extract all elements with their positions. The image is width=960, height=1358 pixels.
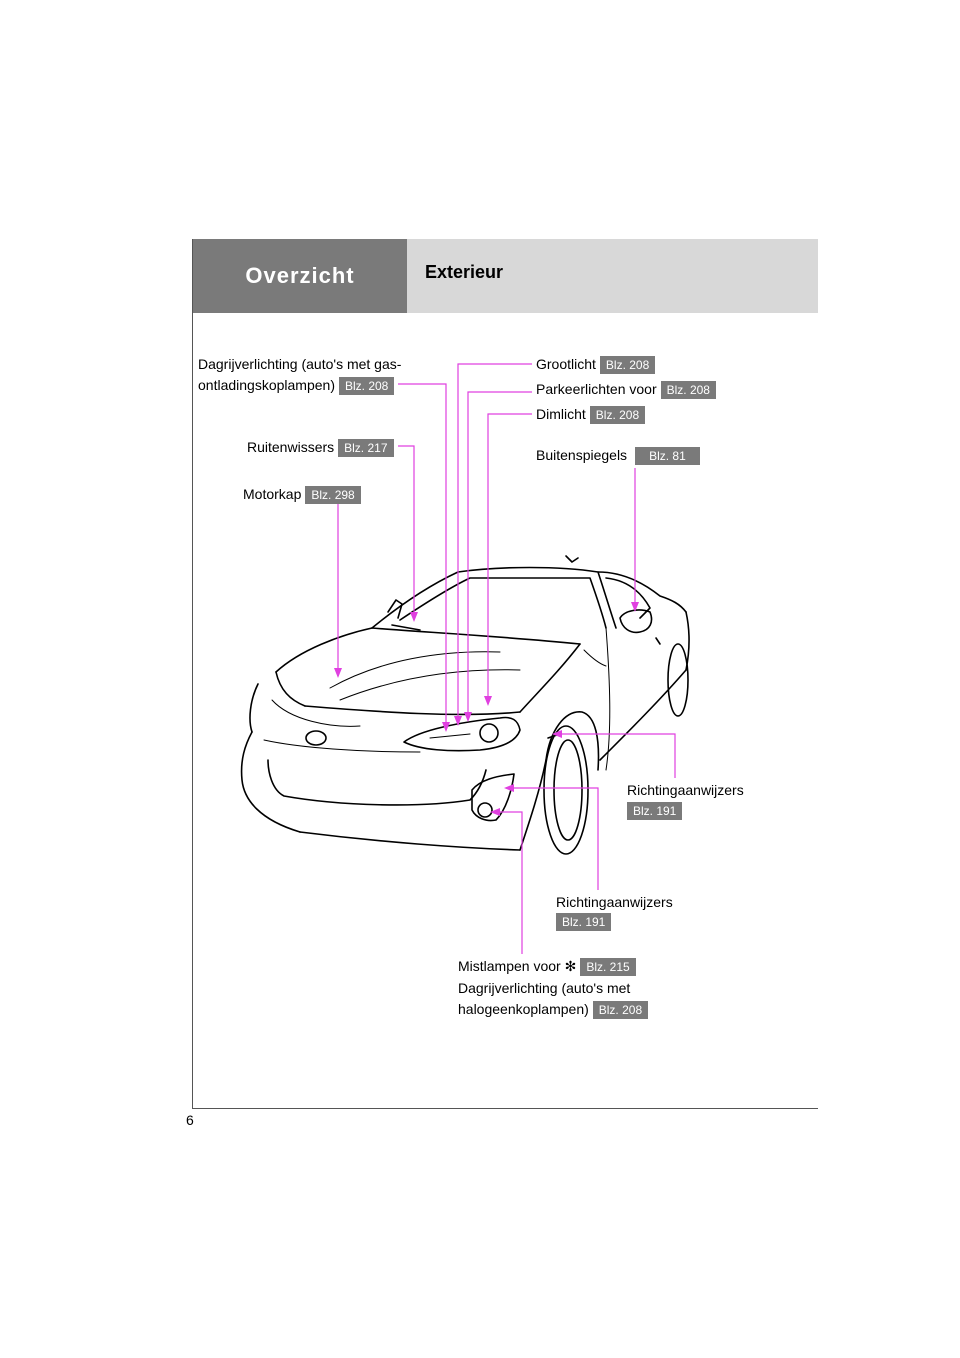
label-motorkap-text: Motorkap xyxy=(243,486,302,502)
label-drl-gas-line2: ontladingskoplampen)Blz. 208 xyxy=(198,376,395,396)
page-ref-badge: Blz. 208 xyxy=(589,406,646,425)
label-grootlicht-text: Grootlicht xyxy=(536,356,596,372)
label-buitenspiegels-text: Buitenspiegels xyxy=(536,447,628,463)
label-parkeerlichten-text: Parkeerlichten voor xyxy=(536,381,657,397)
label-dimlicht-text: Dimlicht xyxy=(536,406,586,422)
label-richtingaanwijzers-center: Richtingaanwijzers xyxy=(556,894,673,910)
asterisk-icon: ✻ xyxy=(564,958,577,974)
page-title: Exterieur xyxy=(425,262,504,282)
section-tab: Overzicht xyxy=(193,239,407,313)
label-drl-halo-text: halogeenkoplampen) xyxy=(458,1001,589,1017)
page-ref-badge: Blz. 81 xyxy=(635,447,700,466)
label-buitenspiegels: Buitenspiegels Blz. 81 xyxy=(536,446,700,466)
page-frame-bottom xyxy=(192,1108,818,1109)
label-ruitenwissers-text: Ruitenwissers xyxy=(247,439,335,455)
page-number: 6 xyxy=(186,1112,194,1128)
label-drl-gas-line1: Dagrijverlichting (auto's met gas- xyxy=(198,356,402,372)
page-ref-badge: Blz. 191 xyxy=(556,913,612,931)
label-richtingaanwijzers-right: Richtingaanwijzers xyxy=(627,782,744,798)
page-ref-badge: Blz. 191 xyxy=(627,802,683,820)
label-mistlampen-text: Mistlampen voor xyxy=(458,958,561,974)
page-ref-badge: Blz. 217 xyxy=(338,439,394,458)
page-ref-badge: Blz. 208 xyxy=(338,377,395,396)
label-drl-gas-text: ontladingskoplampen) xyxy=(198,377,335,393)
label-drl-halo-line2: halogeenkoplampen)Blz. 208 xyxy=(458,1000,649,1020)
page-ref-badge: Blz. 208 xyxy=(599,356,656,375)
label-mistlampen: Mistlampen voor ✻Blz. 215 xyxy=(458,957,636,977)
page-ref-badge: Blz. 208 xyxy=(592,1001,649,1020)
page-ref-badge: Blz. 208 xyxy=(660,381,716,400)
page-ref-badge: Blz. 298 xyxy=(305,486,361,505)
page-frame-left xyxy=(192,239,193,1108)
page-ref-badge: Blz. 215 xyxy=(580,958,636,977)
label-drl-halo-line1: Dagrijverlichting (auto's met xyxy=(458,980,631,996)
